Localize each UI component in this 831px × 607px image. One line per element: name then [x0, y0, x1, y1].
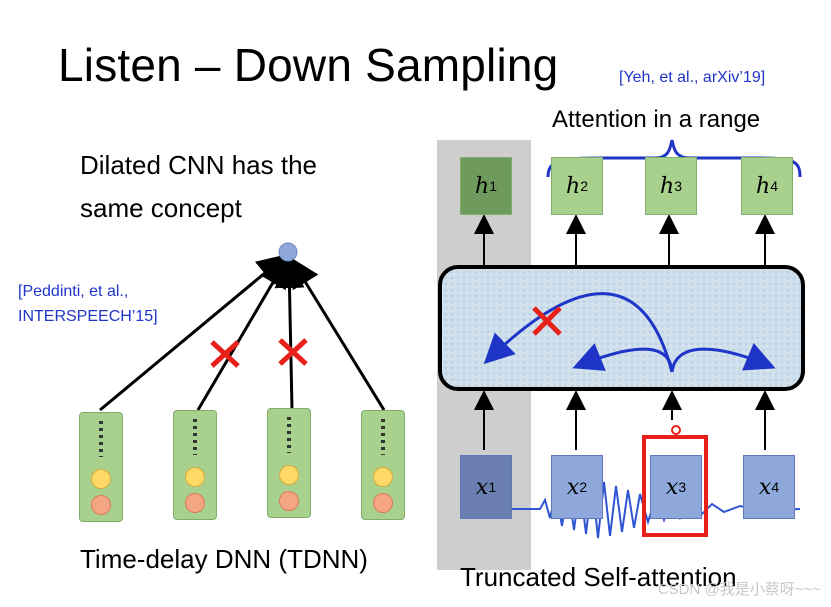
attention-cross: [532, 306, 562, 336]
x2-sup: 2: [579, 479, 588, 495]
peddinti-reference-line1: [Peddinti, et al.,: [18, 283, 129, 300]
tdnn-column-3: [267, 408, 311, 518]
x4-label: x: [758, 474, 772, 500]
x3-label: x: [665, 474, 679, 500]
h3-label: h: [660, 173, 675, 199]
h2-label: h: [566, 173, 581, 199]
slide-title: Listen – Down Sampling: [58, 39, 559, 91]
tdnn-cross-right: [278, 338, 308, 366]
tdnn-column-1: [79, 412, 123, 522]
x1-sup: 1: [488, 479, 497, 495]
tdnn-column-2: [173, 410, 217, 520]
yeh-reference: [Yeh, et al., arXiv’19]: [619, 69, 766, 86]
x1-label: x: [475, 474, 489, 500]
tdnn-arrow-2: [196, 256, 289, 411]
h1-label: h: [475, 173, 490, 199]
tdnn-caption: Time-delay DNN (TDNN): [80, 544, 368, 574]
tdnn-cross-left: [210, 340, 240, 368]
x4-sup: 4: [771, 479, 780, 495]
tdnn-arrow-4: [289, 256, 386, 411]
self-attention-block: [438, 265, 805, 391]
attention-arrow-to-x4: [670, 342, 776, 373]
tdnn-arrow-1: [99, 254, 288, 412]
h2-sup: 2: [580, 178, 588, 194]
dilated-cnn-heading-line2: same concept: [80, 193, 242, 223]
h4-sup: 4: [770, 178, 778, 194]
h4-label: h: [756, 173, 771, 199]
x3-sup: 3: [678, 479, 687, 495]
dilated-cnn-heading-line1: Dilated CNN has the: [80, 150, 317, 180]
peddinti-reference-line2: INTERSPEECH’15]: [18, 308, 158, 325]
attention-arrow-to-x2: [572, 343, 674, 373]
x2-label: x: [566, 474, 580, 500]
attention-range-label: Attention in a range: [552, 106, 761, 133]
attention-arrow-to-x1: [483, 292, 674, 373]
truncated-attention-caption: Truncated Self-attention: [460, 562, 737, 592]
x3-highlight-box: [642, 435, 708, 537]
tdnn-column-4: [361, 410, 405, 520]
h1-sup: 1: [489, 178, 497, 194]
query-point-marker: [671, 425, 681, 435]
tdnn-arrow-3: [274, 258, 305, 411]
csdn-watermark: CSDN @我是小蔡呀~~~: [657, 581, 821, 598]
tdnn-output-node: [278, 242, 298, 262]
h3-sup: 3: [674, 178, 682, 194]
